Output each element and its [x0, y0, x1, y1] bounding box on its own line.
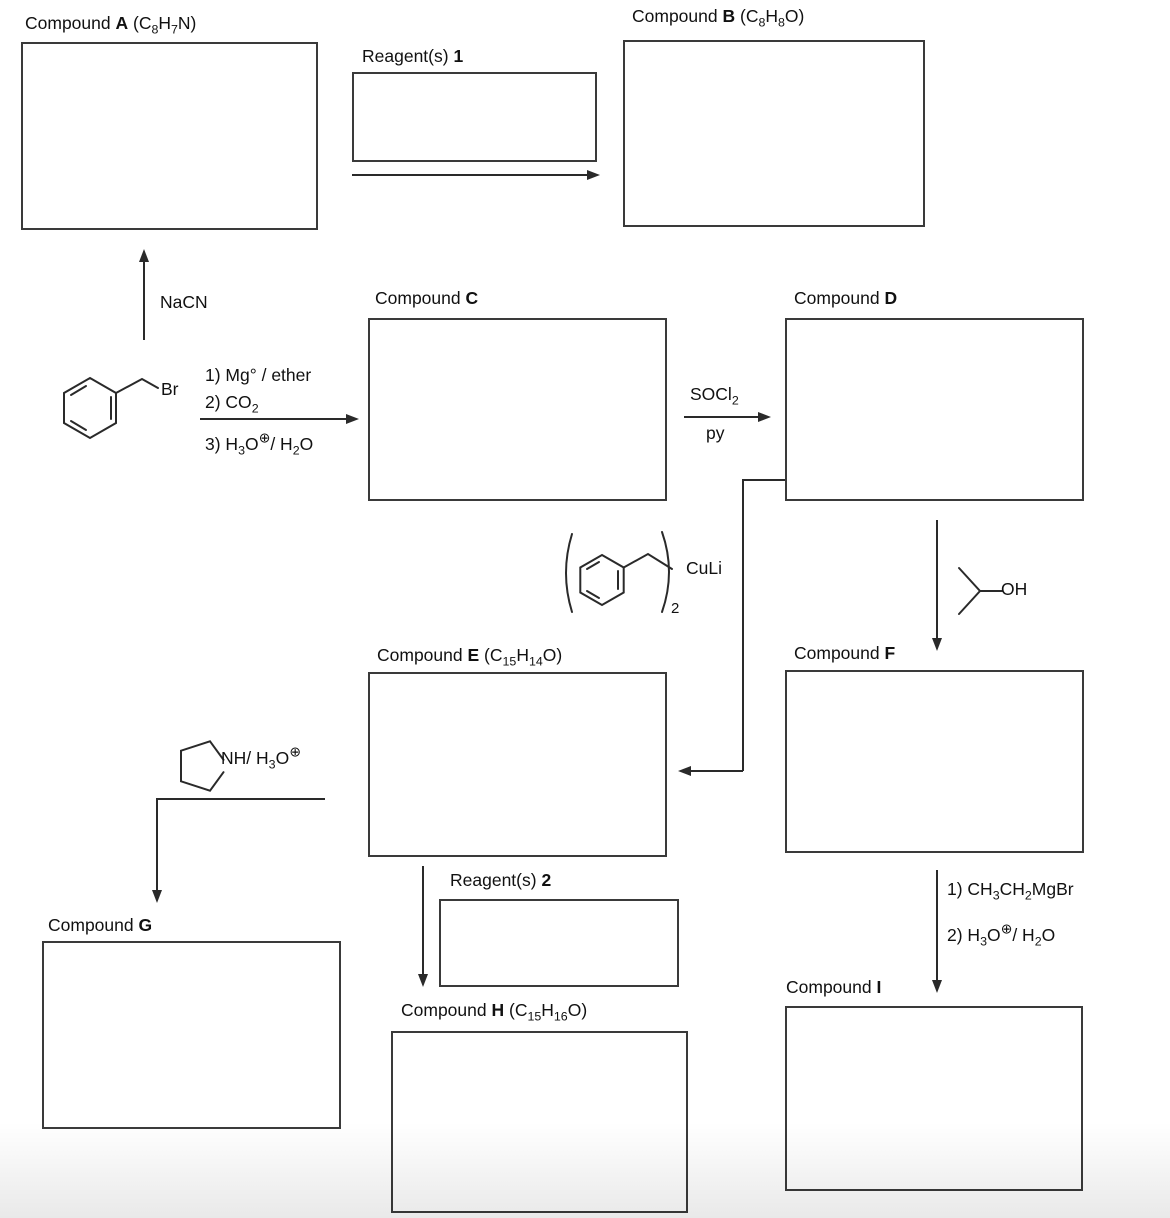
pyrrolidine-label: NH/ H3O⊕ — [221, 743, 301, 772]
connector-e-to-g-vertical — [156, 798, 158, 890]
right-paren — [661, 531, 670, 613]
compound-h-box[interactable] — [391, 1031, 688, 1213]
arrow-d-to-f-head — [932, 638, 942, 651]
arrow-nacn-line — [143, 262, 145, 340]
compound-b-box[interactable] — [623, 40, 925, 227]
grignard-step3-label: 3) H3O⊕/ H2O — [205, 429, 314, 458]
reagent-1-label: Reagent(s) 1 — [362, 46, 464, 66]
ethylmgbr-step1-label: 1) CH3CH2MgBr — [947, 879, 1074, 903]
reagent-2-box[interactable] — [439, 899, 679, 987]
py-label: py — [706, 423, 725, 443]
cuprate-subscript: 2 — [671, 600, 680, 617]
compound-b-label: Compound B (C8H8O) — [632, 6, 805, 30]
compound-h-label: Compound H (C15H16O) — [401, 1000, 588, 1024]
arrow-d-to-e-head — [678, 766, 691, 776]
benzene-ring — [63, 376, 117, 440]
compound-a-label: Compound A (C8H7N) — [25, 13, 197, 37]
arrow-d-to-f-line — [936, 520, 938, 638]
dibenzylcuprate-structure — [565, 531, 673, 613]
connector-d-to-e-bottom — [691, 770, 743, 772]
ethylmgbr-step2-label: 2) H3O⊕/ H2O — [947, 920, 1056, 949]
arrow-c-to-d-head — [758, 412, 771, 422]
culi-label: CuLi — [686, 558, 722, 578]
compound-c-label: Compound C — [375, 288, 479, 308]
arrow-f-to-i-line — [936, 870, 938, 980]
grignard-step2-label: 2) CO2 — [205, 392, 259, 416]
arrow-e-to-h-head — [418, 974, 428, 987]
arrow-c-to-d-line — [684, 416, 758, 418]
compound-g-box[interactable] — [42, 941, 341, 1129]
arrow-a-to-b-line — [352, 174, 587, 176]
isopropanol-structure — [958, 567, 1003, 615]
nacn-label: NaCN — [160, 292, 208, 312]
pyrrolidine-structure — [180, 740, 225, 792]
compound-f-box[interactable] — [785, 670, 1084, 853]
compound-a-box[interactable] — [21, 42, 318, 230]
socl2-label: SOCl2 — [690, 384, 739, 408]
arrow-f-to-i-head — [932, 980, 942, 993]
br-label: Br — [161, 379, 179, 399]
arrow-e-to-h-line — [422, 866, 424, 974]
grignard-step1-label: 1) Mg° / ether — [205, 365, 312, 385]
left-paren — [565, 533, 573, 613]
reagent-2-label: Reagent(s) 2 — [450, 870, 552, 890]
compound-i-label: Compound I — [786, 977, 882, 997]
compound-i-box[interactable] — [785, 1006, 1083, 1191]
compound-e-box[interactable] — [368, 672, 667, 857]
connector-d-to-e-top — [742, 479, 785, 481]
ch2-br-bond — [115, 377, 159, 394]
cropped-ppm-fragment: PPM — [822, 0, 892, 6]
arrow-e-to-g-head — [152, 890, 162, 903]
arrow-nacn-head — [139, 249, 149, 262]
connector-e-to-g-top — [156, 798, 325, 800]
ch2-bond — [622, 552, 673, 570]
compound-e-label: Compound E (C15H14O) — [377, 645, 563, 669]
compound-g-label: Compound G — [48, 915, 153, 935]
compound-c-box[interactable] — [368, 318, 667, 501]
arrow-benzyl-to-c-line — [200, 418, 346, 420]
benzyl-bromide-structure — [63, 376, 159, 440]
compound-d-label: Compound D — [794, 288, 898, 308]
compound-d-box[interactable] — [785, 318, 1084, 501]
compound-f-label: Compound F — [794, 643, 896, 663]
reagent-1-box[interactable] — [352, 72, 597, 162]
connector-d-to-e-vertical — [742, 479, 744, 771]
arrow-benzyl-to-c-head — [346, 414, 359, 424]
isopropanol-oh-label: OH — [1001, 579, 1028, 599]
arrow-a-to-b-head — [587, 170, 600, 180]
